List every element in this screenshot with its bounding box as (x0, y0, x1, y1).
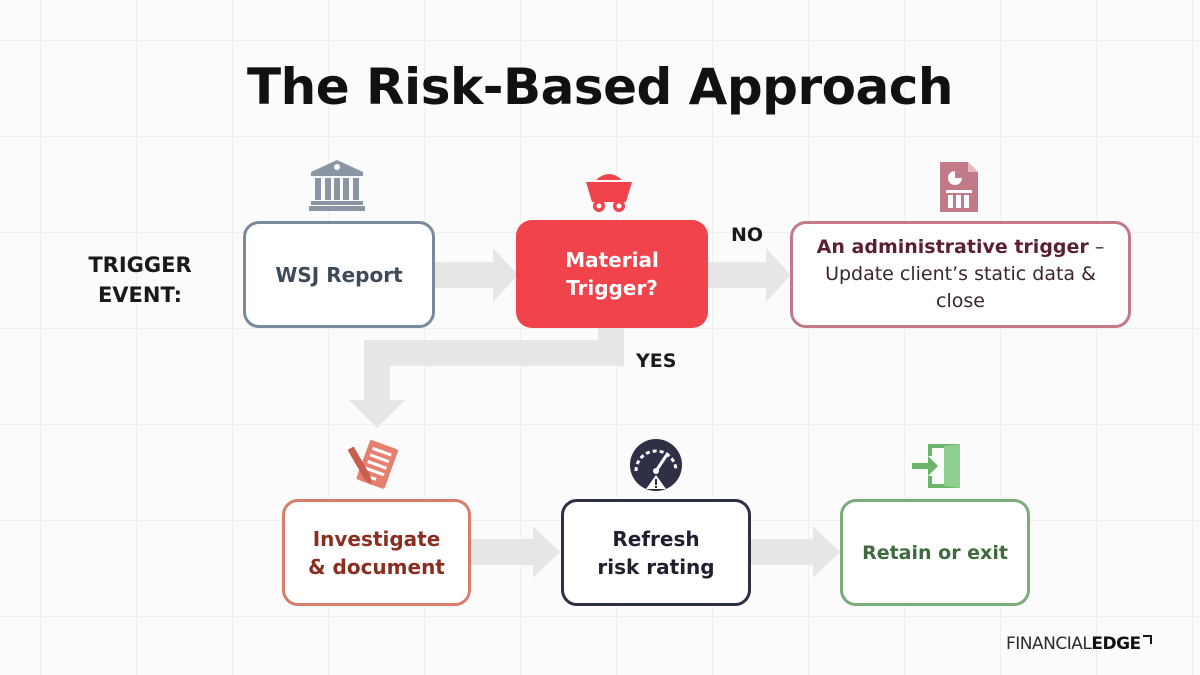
document-chart-icon (940, 162, 978, 212)
node-retain-or-exit: Retain or exit (840, 499, 1030, 606)
arrow-investigate-to-refresh (471, 526, 560, 578)
logo-corner-mark-icon (1142, 635, 1152, 644)
node-material-trigger-line1: Material (565, 248, 659, 272)
node-refresh-line2: risk rating (597, 554, 715, 579)
node-retain-label: Retain or exit (862, 541, 1008, 564)
arrow-material-to-investigate (349, 328, 624, 428)
edge-label-yes: YES (636, 350, 677, 372)
node-investigate-document: Investigate & document (282, 499, 471, 606)
bank-icon (309, 160, 365, 211)
arrow-refresh-to-retain (751, 526, 840, 578)
node-refresh-line1: Refresh (612, 526, 700, 551)
node-administrative-trigger-bold: An administrative trigger (816, 236, 1089, 258)
notepad-pencil-icon (348, 440, 398, 489)
edge-label-no: NO (731, 224, 764, 246)
diagram-title: The Risk-Based Approach (247, 58, 953, 116)
trigger-event-label: TRIGGER EVENT: (88, 253, 192, 307)
logo-edge-text: EDGE (1091, 634, 1141, 654)
node-administrative-trigger-rest: – Update client’s static data & close (825, 236, 1105, 312)
node-investigate-line1: Investigate (312, 526, 441, 551)
arrow-material-to-admin (708, 248, 791, 302)
arrow-wsj-to-material (435, 248, 518, 302)
speedometer-warning-icon (630, 439, 682, 491)
exit-door-icon (912, 444, 960, 488)
mine-cart-icon (586, 174, 632, 212)
node-material-trigger: Material Trigger? (516, 220, 708, 328)
logo-financial-text: FINANCIAL (1006, 634, 1092, 654)
node-refresh-risk-rating: Refresh risk rating (561, 499, 751, 606)
node-material-trigger-line2: Trigger? (566, 276, 658, 300)
node-wsj-report: WSJ Report (243, 221, 435, 328)
node-wsj-report-label: WSJ Report (275, 262, 403, 287)
node-administrative-trigger: An administrative trigger – Update clien… (790, 221, 1131, 328)
node-investigate-line2: & document (308, 554, 445, 579)
financial-edge-logo: FINANCIALEDGE (1006, 634, 1152, 654)
